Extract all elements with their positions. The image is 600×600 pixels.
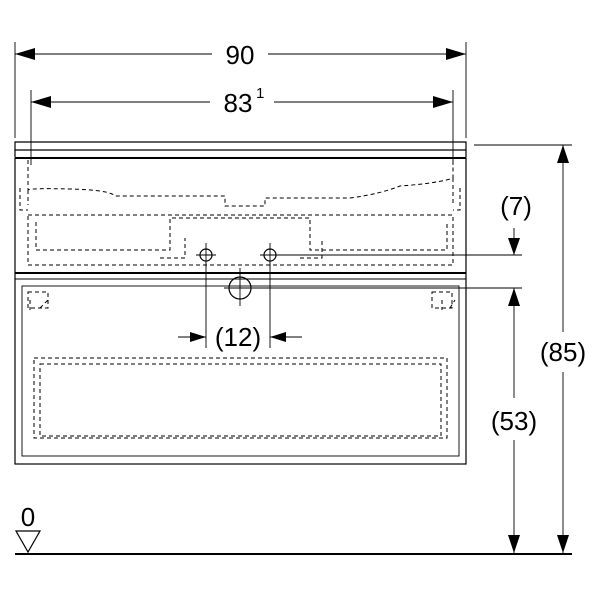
upper-drawer-outline bbox=[27, 214, 454, 266]
floor-level-marker: 0 bbox=[14, 502, 42, 554]
drain-offset-label: (7) bbox=[500, 191, 532, 221]
basin-outline bbox=[19, 160, 461, 211]
lower-drawer-outline bbox=[21, 285, 460, 457]
drain-icon bbox=[224, 268, 256, 306]
drain-height-label: (53) bbox=[491, 406, 537, 436]
overall-width-label: 90 bbox=[226, 40, 255, 70]
inner-width-label: 83 bbox=[224, 88, 253, 118]
dimension-total-height: (85) bbox=[474, 144, 586, 553]
inner-width-footnote: 1 bbox=[256, 85, 264, 102]
dimension-pipe-spacing: (12) bbox=[178, 262, 302, 352]
dimension-inner-width: 83 1 bbox=[30, 85, 454, 165]
pipe-spacing-label: (12) bbox=[215, 322, 261, 352]
countertop bbox=[14, 141, 467, 159]
pipe-markers bbox=[196, 243, 280, 306]
cabinet-body bbox=[14, 157, 467, 465]
dimension-overall-width: 90 bbox=[14, 40, 467, 138]
level-triangle-icon bbox=[14, 530, 42, 554]
dimension-drain-height: (53) bbox=[252, 287, 537, 553]
total-height-label: (85) bbox=[540, 337, 586, 367]
floor-level-label: 0 bbox=[21, 502, 35, 532]
dimension-drain-offset: (7) bbox=[276, 191, 532, 256]
